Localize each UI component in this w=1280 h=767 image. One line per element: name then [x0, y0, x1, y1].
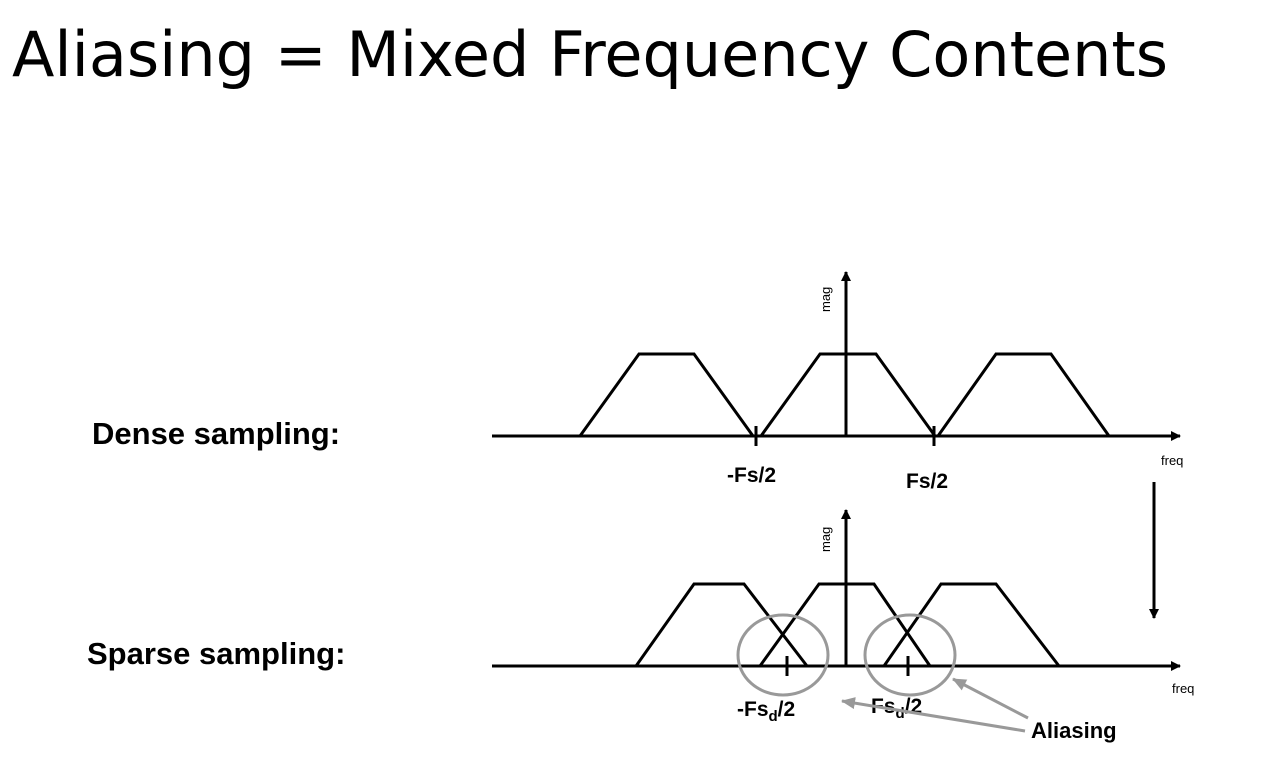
- dense-spectral-replica-center: [759, 352, 937, 437]
- dense-pos-nyquist-label: Fs/2: [906, 470, 948, 493]
- aliasing-annotation-arrow-left: [841, 697, 1026, 733]
- dense-sampling-label: Dense sampling:: [92, 416, 341, 451]
- dense-spectral-replica-right: [936, 352, 1111, 437]
- dense-mag-axis-label: mag: [818, 287, 833, 312]
- sparse-spectrum-panel: mag freq -Fsd/2 Fsd/2 Aliasing: [492, 509, 1194, 743]
- dense-spectral-replica-left: [578, 352, 755, 437]
- sparse-spectral-replica-right: [882, 582, 1061, 667]
- aliasing-circle-right: [863, 613, 957, 697]
- sparse-sampling-label: Sparse sampling:: [87, 636, 346, 671]
- dense-neg-nyquist-label: -Fs/2: [727, 464, 776, 487]
- dense-freq-axis-label: freq: [1161, 453, 1183, 468]
- sparse-spectral-replica-left: [634, 582, 809, 667]
- sparse-spectral-replica-center: [758, 582, 932, 667]
- sparse-freq-axis-label: freq: [1172, 681, 1194, 696]
- aliasing-annotation-arrow-right: [952, 677, 1029, 720]
- sparse-neg-nyquist-label: -Fsd/2: [737, 698, 795, 725]
- aliasing-circle-left: [736, 613, 830, 697]
- aliasing-annotation-label: Aliasing: [1031, 718, 1117, 743]
- dense-spectrum-panel: mag freq -Fs/2 Fs/2: [492, 271, 1183, 493]
- slide-title: Aliasing = Mixed Frequency Contents: [12, 18, 1168, 91]
- sparse-mag-axis-label: mag: [818, 527, 833, 552]
